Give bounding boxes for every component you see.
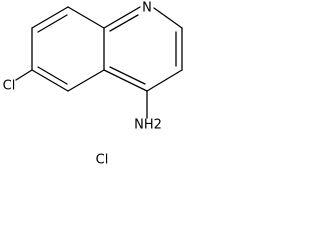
counter-ion-chloride-label: Cl <box>96 153 109 168</box>
bond-c8-c7 <box>31 6 69 29</box>
benzene-ring <box>31 6 105 92</box>
bond-c8a-n1-inner <box>109 14 139 32</box>
molecule-diagram: N Cl NH2 Cl <box>3 1 183 168</box>
bond-c4-c4a-inner <box>109 66 146 85</box>
bond-c5-c4a <box>67 69 105 92</box>
bond-c8-c7-inner <box>37 14 68 33</box>
bond-n1-c2 <box>153 7 183 29</box>
bond-c8a-n1 <box>103 6 141 29</box>
chlorine-c6-label: Cl <box>3 79 16 94</box>
pyridine-ring <box>103 6 183 92</box>
bond-c3-c4 <box>146 69 183 92</box>
amine-nh2-label: NH2 <box>134 118 162 133</box>
bond-c6-c5-inner <box>37 66 68 85</box>
nitrogen-n1-label: N <box>142 1 152 16</box>
bond-c6-cl <box>15 69 33 81</box>
bond-c6-c5 <box>31 69 69 92</box>
bond-c8a-c8 <box>67 6 105 29</box>
bond-c4-c4a <box>103 69 148 92</box>
